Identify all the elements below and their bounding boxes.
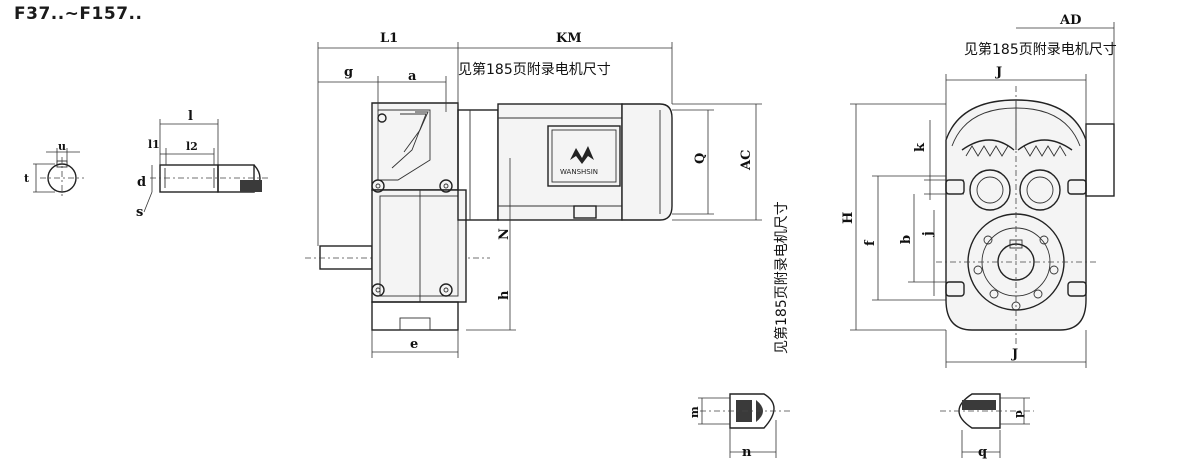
dim-Q: Q xyxy=(693,153,708,164)
dim-g: g xyxy=(344,65,353,80)
dim-h: h xyxy=(497,290,512,300)
dim-a: a xyxy=(408,69,417,84)
shaft-end-view: u t xyxy=(24,140,84,198)
dim-j: j xyxy=(921,231,936,237)
dim-N: N xyxy=(497,228,512,240)
motor-dim-note-top: 见第185页附录电机尺寸 xyxy=(458,61,611,78)
dim-H: H xyxy=(841,212,856,224)
dim-e: e xyxy=(410,337,418,352)
dim-J-bottom: J xyxy=(1011,347,1018,362)
dim-b: b xyxy=(899,235,914,244)
dim-KM: KM xyxy=(556,31,582,46)
dim-AD: AD xyxy=(1059,13,1081,28)
drawing-title: F37..~F157.. xyxy=(14,4,143,24)
dim-k: k xyxy=(913,142,928,152)
dim-l: l xyxy=(188,109,193,124)
shaft-side-view: l l1 l2 d s xyxy=(136,109,270,220)
dim-q: q xyxy=(978,445,987,460)
dim-J-top: J xyxy=(995,65,1002,80)
dim-f: f xyxy=(863,239,878,246)
logo-text: WANSHSIN xyxy=(560,168,598,176)
dim-l2: l2 xyxy=(186,140,198,153)
dim-m: m xyxy=(688,406,701,418)
dim-p: p xyxy=(1012,410,1025,418)
motor-dim-note-right: 见第185页附录电机尺寸 xyxy=(964,41,1117,58)
dim-u: u xyxy=(58,140,66,153)
key-detail-right: p q xyxy=(940,393,1034,460)
motor-logo: WANSHSIN xyxy=(560,146,598,176)
dim-n: n xyxy=(742,445,752,460)
dim-s: s xyxy=(136,205,143,220)
front-view: AD 见第185页附录电机尺寸 J k H f b j J xyxy=(841,13,1117,368)
dim-t: t xyxy=(24,172,30,185)
dim-d: d xyxy=(137,175,146,190)
dim-AC: AC xyxy=(739,150,754,171)
dim-L1: L1 xyxy=(380,31,398,46)
dim-l1: l1 xyxy=(148,138,160,151)
key-detail-left: m n xyxy=(688,393,790,460)
motor-dim-note-side: 见第185页附录电机尺寸 xyxy=(773,201,790,354)
side-view: WANSHSIN L1 KM 见第185页附录电机尺寸 g a N h e xyxy=(305,31,790,358)
